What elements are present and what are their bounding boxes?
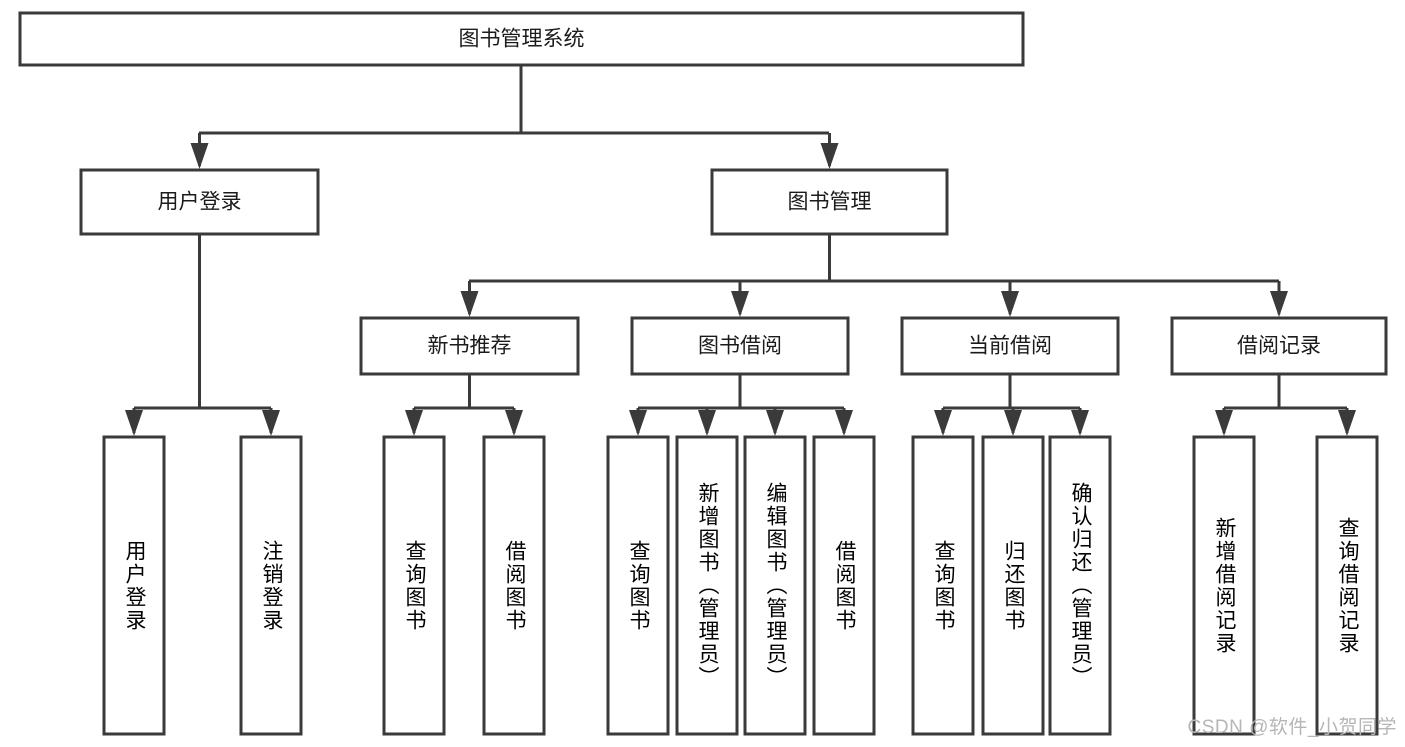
node-box: [981, 435, 1045, 736]
node-label: 图书管理: [788, 191, 872, 214]
node-label-wrapper: 查询图书: [403, 539, 426, 632]
node-label: 查询图书: [932, 539, 955, 632]
node-label-wrapper: 新增借阅记录: [1213, 516, 1236, 655]
connector-lines: [125, 65, 1356, 436]
node-label: 编辑图书（管理员）: [764, 482, 787, 689]
node-box: [102, 435, 166, 736]
node-label: 归还图书: [1002, 539, 1025, 632]
arrow-head-icon: [460, 291, 479, 317]
node-label: 图书借阅: [698, 335, 782, 358]
node-box: [812, 435, 876, 736]
node-box: [743, 435, 807, 736]
node-label: 用户登录: [123, 539, 146, 632]
node-box: [911, 435, 975, 736]
arrow-head-icon: [731, 291, 749, 317]
arrow-head-icon: [505, 410, 523, 436]
node-box: [239, 435, 303, 736]
node-label-wrapper: 查询图书: [627, 539, 650, 632]
arrow-head-icon: [1338, 410, 1356, 436]
node-box: [630, 316, 850, 376]
node-leaf-借阅图书[interactable]: 借阅图书: [812, 435, 876, 736]
node-box: [482, 435, 546, 736]
node-label-wrapper: 借阅图书: [833, 539, 856, 632]
node-leaf-查询借阅记录[interactable]: 查询借阅记录: [1315, 435, 1379, 736]
arrow-head-icon: [262, 410, 280, 436]
node-label: 借阅图书: [833, 539, 856, 632]
node-label-wrapper: 查询借阅记录: [1336, 516, 1359, 655]
node-label: 图书管理系统: [459, 28, 585, 51]
arrow-head-icon: [698, 410, 716, 436]
node-label: 借阅图书: [503, 539, 526, 632]
node-label-wrapper: 查询图书: [932, 539, 955, 632]
node-label: 查询图书: [403, 539, 426, 632]
node-root-图书管理系统[interactable]: 图书管理系统: [18, 11, 1025, 67]
arrow-head-icon: [820, 143, 839, 169]
node-leaf-查询图书[interactable]: 查询图书: [382, 435, 446, 736]
node-box: [1048, 435, 1112, 736]
node-label-wrapper: 用户登录: [123, 539, 146, 632]
node-label: 用户登录: [158, 191, 242, 214]
node-level3-当前借阅[interactable]: 当前借阅: [900, 316, 1120, 376]
node-box: [710, 168, 949, 236]
arrow-head-icon: [835, 410, 853, 436]
arrow-head-icon: [1001, 291, 1019, 317]
node-box: [1192, 435, 1256, 736]
node-leaf-归还图书[interactable]: 归还图书: [981, 435, 1045, 736]
node-box: [1315, 435, 1379, 736]
node-level3-图书借阅[interactable]: 图书借阅: [630, 316, 850, 376]
node-label: 查询借阅记录: [1336, 516, 1359, 655]
node-box: [79, 168, 320, 236]
arrow-head-icon: [125, 410, 143, 436]
node-box: [1170, 316, 1388, 376]
node-leaf-查询图书[interactable]: 查询图书: [911, 435, 975, 736]
node-label: 查询图书: [627, 539, 650, 632]
node-leaf-用户登录[interactable]: 用户登录: [102, 435, 166, 736]
arrow-head-icon: [405, 410, 423, 436]
node-leaf-注销登录[interactable]: 注销登录: [239, 435, 303, 736]
node-label-wrapper: 注销登录: [260, 539, 283, 632]
node-label-wrapper: 编辑图书（管理员）: [764, 482, 787, 689]
node-boxes: 图书管理系统用户登录图书管理新书推荐图书借阅当前借阅借阅记录用户登录注销登录查询…: [18, 11, 1388, 736]
csdn-watermark: CSDN @软件_小贺同学: [1187, 717, 1397, 738]
node-leaf-编辑图书（管理员）[interactable]: 编辑图书（管理员）: [743, 435, 807, 736]
arrow-head-icon: [766, 410, 784, 436]
node-label: 新增图书（管理员）: [696, 482, 719, 689]
node-label-wrapper: 新增图书（管理员）: [696, 482, 719, 689]
node-box: [675, 435, 739, 736]
node-box: [900, 316, 1120, 376]
node-leaf-新增图书（管理员）[interactable]: 新增图书（管理员）: [675, 435, 739, 736]
arrow-head-icon: [629, 410, 647, 436]
node-leaf-借阅图书[interactable]: 借阅图书: [482, 435, 546, 736]
node-leaf-确认归还（管理员）[interactable]: 确认归还（管理员）: [1048, 435, 1112, 736]
node-leaf-查询图书[interactable]: 查询图书: [606, 435, 670, 736]
node-label-wrapper: 借阅图书: [503, 539, 526, 632]
arrow-head-icon: [934, 410, 952, 436]
arrow-head-icon: [1270, 291, 1288, 317]
node-box: [382, 435, 446, 736]
arrow-head-icon: [1215, 410, 1233, 436]
node-level3-新书推荐[interactable]: 新书推荐: [359, 316, 580, 376]
node-box: [606, 435, 670, 736]
node-label: 新增借阅记录: [1213, 516, 1236, 655]
node-label: 确认归还（管理员）: [1069, 482, 1092, 689]
node-label: 当前借阅: [968, 335, 1052, 358]
node-label-wrapper: 确认归还（管理员）: [1069, 482, 1092, 689]
node-level2-用户登录[interactable]: 用户登录: [79, 168, 320, 236]
node-label: 借阅记录: [1237, 335, 1321, 358]
node-box: [18, 11, 1025, 67]
node-box: [359, 316, 580, 376]
node-leaf-新增借阅记录[interactable]: 新增借阅记录: [1192, 435, 1256, 736]
arrow-head-icon: [1071, 410, 1089, 436]
node-level2-图书管理[interactable]: 图书管理: [710, 168, 949, 236]
arrow-head-icon: [190, 143, 209, 169]
node-level3-借阅记录[interactable]: 借阅记录: [1170, 316, 1388, 376]
node-label: 新书推荐: [428, 335, 512, 358]
node-label-wrapper: 归还图书: [1002, 539, 1025, 632]
arrow-head-icon: [1004, 410, 1022, 436]
node-label: 注销登录: [260, 539, 283, 632]
